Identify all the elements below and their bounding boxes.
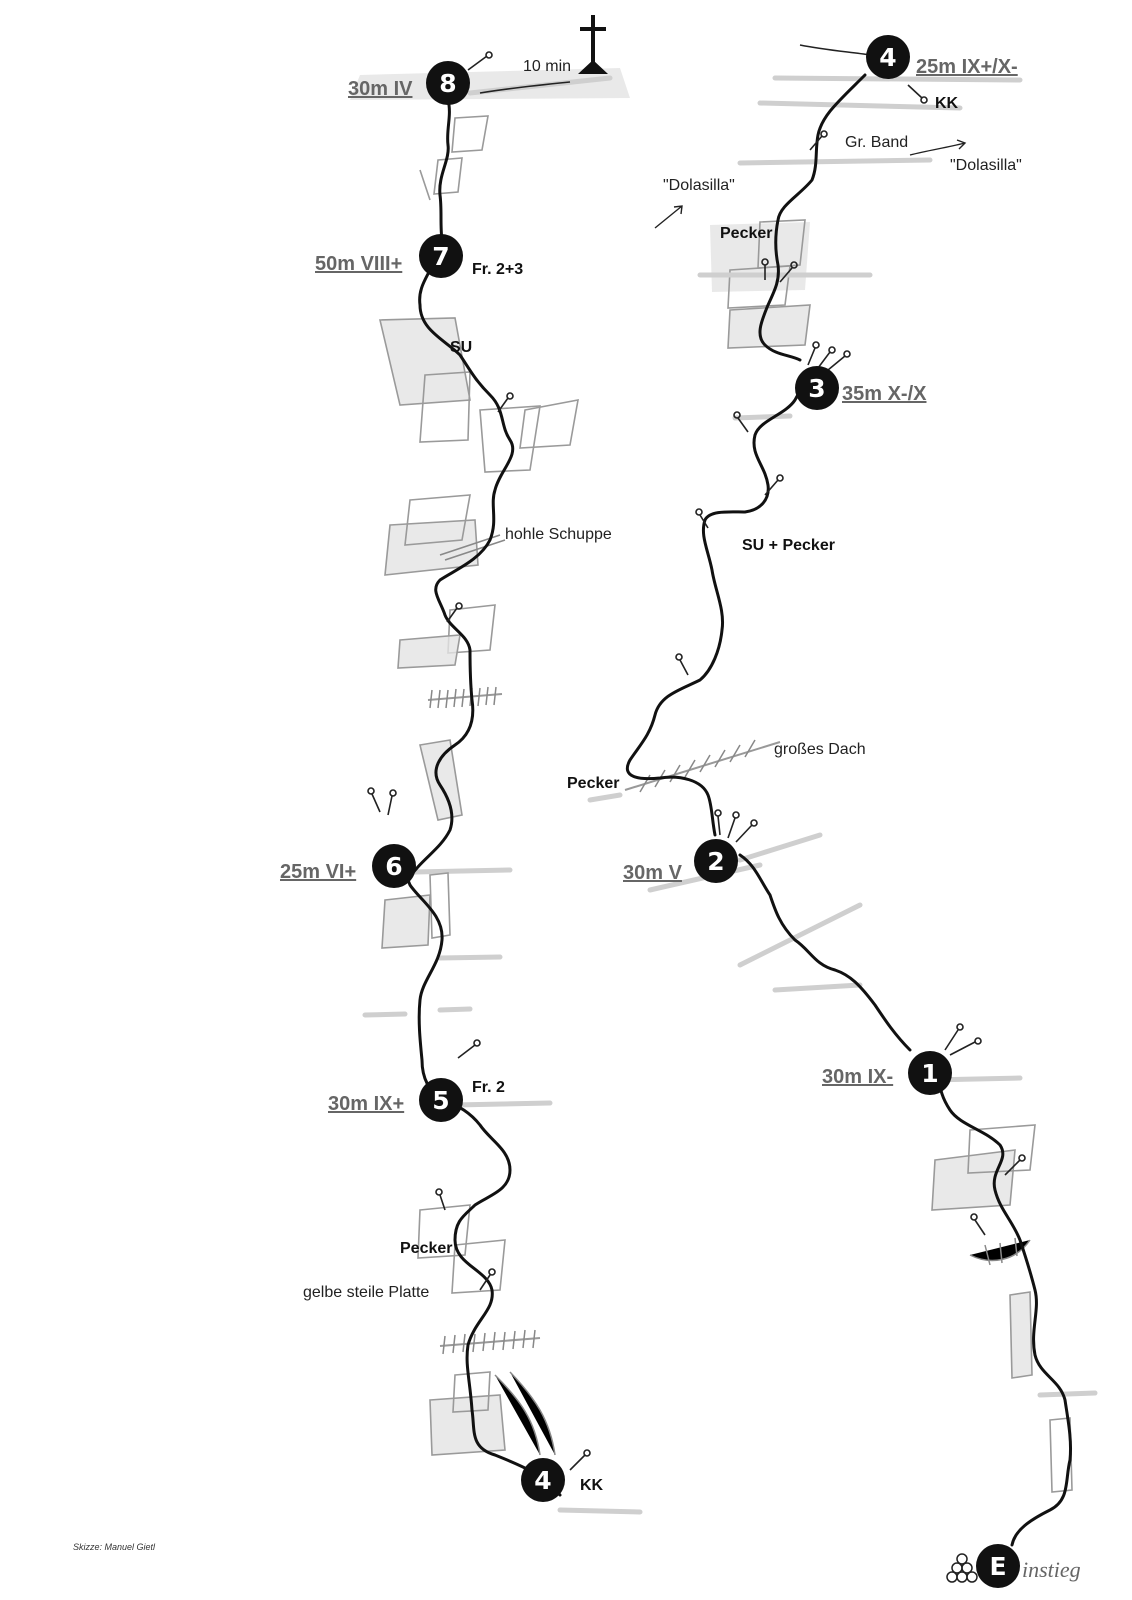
piton-icon xyxy=(944,1023,964,1051)
piton-icon xyxy=(367,787,381,813)
piton-icon xyxy=(387,789,397,816)
annotation-su: SU xyxy=(450,339,472,356)
pitch-note-7: Fr. 2+3 xyxy=(472,261,523,278)
piton-icon xyxy=(727,811,740,839)
piton-icon xyxy=(817,346,836,369)
piton-icon xyxy=(779,261,798,283)
piton-icon xyxy=(675,653,689,676)
piton-icon xyxy=(761,258,769,280)
pitch-label-6: 25m VI+ xyxy=(280,861,356,883)
station-badge-e: E xyxy=(976,1544,1020,1588)
svg-text:4: 4 xyxy=(534,1466,551,1495)
arrow-icon xyxy=(909,139,967,156)
station-badge-6: 6 xyxy=(372,844,416,888)
annotation-pecker-left: Pecker xyxy=(400,1240,453,1257)
svg-text:4: 4 xyxy=(879,43,896,72)
piton-icon xyxy=(467,51,493,71)
pitch-label-2: 30m V xyxy=(623,862,683,884)
annotation-gelbe-platte: gelbe steile Platte xyxy=(303,1284,429,1301)
svg-text:3: 3 xyxy=(808,374,825,403)
piton-icon xyxy=(695,508,709,529)
rock-sketch-background xyxy=(350,68,1098,1515)
piton-icon xyxy=(809,130,828,151)
credit-text: Skizze: Manuel Gietl xyxy=(73,1542,156,1552)
station-badge-5: 5 xyxy=(419,1078,463,1122)
piton-icon xyxy=(479,1268,496,1291)
piton-icon xyxy=(457,1039,481,1059)
piton-icon xyxy=(807,341,820,366)
piton-icon xyxy=(735,819,758,843)
station-badge-2: 2 xyxy=(694,839,738,883)
pitch-label-1: 30m IX- xyxy=(822,1066,893,1088)
svg-text:E: E xyxy=(989,1552,1006,1581)
annotation-hohle-schuppe: hohle Schuppe xyxy=(505,526,612,543)
piton-icon xyxy=(949,1037,982,1056)
piton-icon xyxy=(569,1449,591,1471)
piton-icon xyxy=(497,392,514,413)
dolasilla-arrows xyxy=(654,139,967,229)
einstieg-label: instieg xyxy=(1022,1557,1081,1582)
pitch-label-5: 30m IX+ xyxy=(328,1093,404,1115)
annotation-dolasilla-left: "Dolasilla" xyxy=(663,177,735,194)
summit-cross-icon xyxy=(578,15,608,74)
station-badge-4-upper: 4 xyxy=(866,35,910,79)
pitch-note-4-upper: KK xyxy=(935,95,959,112)
arrow-icon xyxy=(654,205,683,229)
piton-icon xyxy=(827,350,851,371)
svg-text:5: 5 xyxy=(432,1086,449,1115)
station-badge-1: 1 xyxy=(908,1051,952,1095)
station-badge-8: 8 xyxy=(426,61,470,105)
piton-icon xyxy=(446,602,463,623)
svg-text:7: 7 xyxy=(432,242,449,271)
route-line-right xyxy=(626,73,1072,1547)
pitch-label-4-upper: 25m IX+/X- xyxy=(916,56,1018,78)
piton-icon xyxy=(764,474,784,496)
pitch-label-7: 50m VIII+ xyxy=(315,253,402,275)
pitch-label-3: 35m X-/X xyxy=(842,383,927,405)
annotation-pecker-right-top: Pecker xyxy=(720,225,773,242)
piton-icon xyxy=(907,84,928,104)
piton-icon xyxy=(970,1213,986,1236)
summit-time-label: 10 min xyxy=(523,58,571,75)
piton-icon xyxy=(733,411,749,433)
pitch-label-8: 30m IV xyxy=(348,78,413,100)
piton-icon xyxy=(1004,1154,1026,1176)
pitch-note-5: Fr. 2 xyxy=(472,1079,505,1096)
annotation-su-pecker: SU + Pecker xyxy=(742,537,835,554)
summit-trail xyxy=(479,81,571,94)
svg-text:6: 6 xyxy=(385,852,402,881)
route-line-left xyxy=(406,98,562,1497)
station-badge-7: 7 xyxy=(419,234,463,278)
annotation-grosses-dach: großes Dach xyxy=(774,741,866,758)
piton-icon xyxy=(435,1188,446,1211)
top-exit-trail xyxy=(799,44,871,56)
annotation-gr-band: Gr. Band xyxy=(845,134,908,151)
svg-text:1: 1 xyxy=(921,1059,938,1088)
svg-text:2: 2 xyxy=(707,847,724,876)
annotation-dolasilla-right: "Dolasilla" xyxy=(950,157,1022,174)
station-badge-4-lower: 4 xyxy=(521,1458,565,1502)
pitons xyxy=(367,51,1026,1471)
chock-icon xyxy=(946,1553,978,1583)
annotation-pecker-right-mid: Pecker xyxy=(567,775,620,792)
station-badge-3: 3 xyxy=(795,366,839,410)
svg-text:8: 8 xyxy=(439,69,456,98)
piton-icon xyxy=(714,809,722,836)
pitch-note-4-lower: KK xyxy=(580,1477,604,1494)
